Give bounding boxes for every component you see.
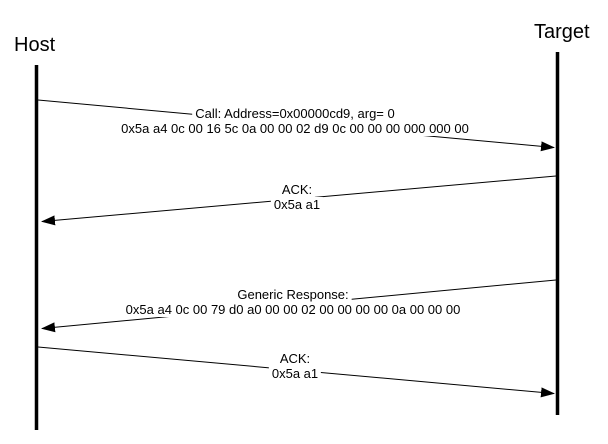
actor-label-target: Target [534, 21, 590, 43]
message-ack-1-bytes: 0x5a a1 [270, 197, 324, 212]
message-ack-2-bytes: 0x5a a1 [268, 366, 322, 381]
message-ack-2-label: ACK: [276, 351, 314, 366]
message-call-bytes: 0x5a a4 0c 00 16 5c 0a 00 00 02 d9 0c 00… [118, 121, 472, 136]
message-ack-1-label: ACK: [278, 182, 316, 197]
message-ack-1: ACK: 0x5a a1 [270, 182, 324, 212]
message-generic-response-bytes: 0x5a a4 0c 00 79 d0 a0 00 00 02 00 00 00… [122, 302, 464, 317]
message-call-label: Call: Address=0x00000cd9, arg= 0 [192, 106, 398, 121]
message-ack-2: ACK: 0x5a a1 [268, 351, 322, 381]
actor-label-host: Host [14, 34, 56, 56]
message-generic-response-label: Generic Response: [234, 287, 352, 302]
message-call: Call: Address=0x00000cd9, arg= 0 0x5a a4… [118, 106, 472, 136]
message-generic-response: Generic Response: 0x5a a4 0c 00 79 d0 a0… [122, 287, 464, 317]
